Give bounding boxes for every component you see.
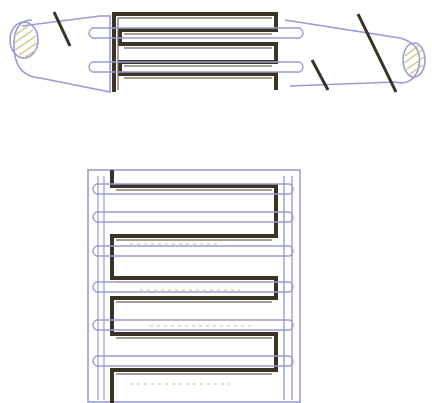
- right-end-hatch: [403, 45, 425, 75]
- break-line-right: [356, 13, 398, 93]
- side-rods: [88, 27, 304, 73]
- pipe-outline-right: [284, 19, 421, 87]
- left-end-cap: [9, 21, 39, 59]
- front-view: [87, 169, 301, 403]
- front-left-rod: [97, 176, 105, 400]
- break-line-mid: [310, 59, 330, 91]
- front-right-rod: [283, 176, 293, 400]
- front-fin-shading: [130, 243, 250, 385]
- side-fin-strip: [112, 12, 278, 92]
- front-frame: [87, 169, 301, 403]
- side-view: [9, 11, 426, 93]
- front-fin-strip: [110, 170, 278, 403]
- right-end-cap: [402, 42, 426, 78]
- side-fin-strip-inner: [117, 17, 272, 90]
- left-end-hatch: [12, 25, 38, 58]
- break-line-left: [52, 11, 72, 47]
- front-rods: [92, 183, 294, 367]
